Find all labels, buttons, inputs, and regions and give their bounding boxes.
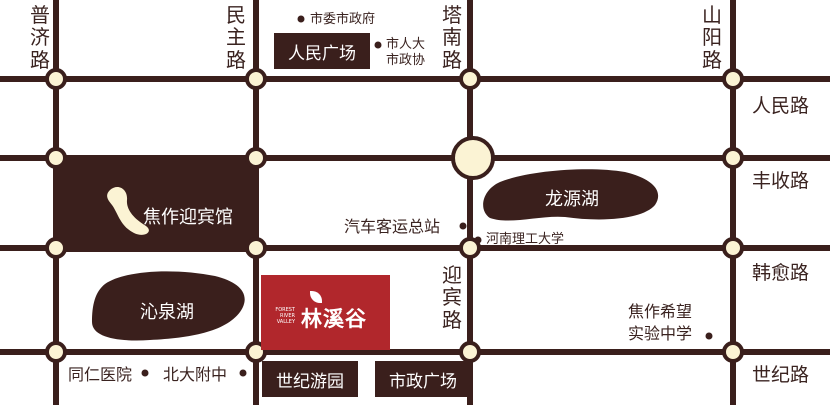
poi-dot <box>141 369 149 377</box>
road-label-renmin: 人民路 <box>752 95 810 117</box>
road-label-shanyang: 山阳路 <box>702 3 722 72</box>
road-label-puji: 普济路 <box>30 3 50 72</box>
guesthouse-district <box>56 157 256 252</box>
junction-marker <box>245 237 267 259</box>
poi-dot <box>297 15 305 23</box>
poi-dot <box>239 369 247 377</box>
guesthouse-label: 焦作迎宾馆 <box>143 207 233 228</box>
road-label-shiji: 世纪路 <box>752 364 810 386</box>
junction-marker <box>459 341 481 363</box>
poi-hope-school: 焦作希望 实验中学 <box>628 302 693 343</box>
poi-beida-school: 北大附中 <box>163 365 228 384</box>
civic-square-block: 市政广场 <box>375 361 471 397</box>
poi-dots <box>141 15 713 377</box>
poi-dot <box>459 222 467 230</box>
poi-dot <box>374 41 382 49</box>
poi-municipal-government: 市委市政府 <box>310 12 376 27</box>
junction-marker <box>722 341 744 363</box>
road-label-hanyu: 韩愈路 <box>752 262 810 284</box>
project-logo-icon <box>310 291 322 303</box>
longyuan-lake-shape <box>483 169 659 221</box>
project-name: 林溪谷 <box>301 306 367 331</box>
junction-marker <box>245 341 267 363</box>
poi-bus-station: 汽车客运总站 <box>344 217 441 236</box>
junction-marker <box>45 68 67 90</box>
century-park-block: 世纪游园 <box>262 361 358 397</box>
junction-marker <box>245 68 267 90</box>
longyuan-lake-label: 龙源湖 <box>545 189 599 210</box>
poi-henan-polytechnic: 河南理工大学 <box>486 232 565 247</box>
road-label-tanan: 塔南路 <box>442 3 462 72</box>
poi-tongren-hospital: 同仁医院 <box>68 365 133 384</box>
guesthouse-garden-shape <box>107 186 149 235</box>
junction-marker <box>722 237 744 259</box>
junction-marker <box>245 147 267 169</box>
project-english-name: FOREST RIVER VALLEY <box>275 307 295 325</box>
roundabout-marker <box>451 136 495 180</box>
qinquan-lake-label: 沁泉湖 <box>140 302 194 323</box>
junction-marker <box>722 147 744 169</box>
junction-marker <box>45 237 67 259</box>
junction-marker <box>459 68 481 90</box>
poi-dot <box>705 332 713 340</box>
poi-dot <box>474 236 482 244</box>
junction-marker <box>45 147 67 169</box>
junction-marker <box>459 237 481 259</box>
junction-marker <box>722 68 744 90</box>
road-label-yingbin: 迎宾路 <box>442 263 462 332</box>
junction-marker <box>45 341 67 363</box>
qinquan-lake-shape <box>92 271 245 341</box>
road-label-fengshou: 丰收路 <box>752 170 810 192</box>
road-label-minzhu: 民主路 <box>226 3 246 72</box>
poi-npc-cppcc: 市人大 市政协 <box>386 37 426 68</box>
project-block: FOREST RIVER VALLEY 林溪谷 <box>261 275 390 350</box>
people-square-block: 人民广场 <box>274 33 370 69</box>
